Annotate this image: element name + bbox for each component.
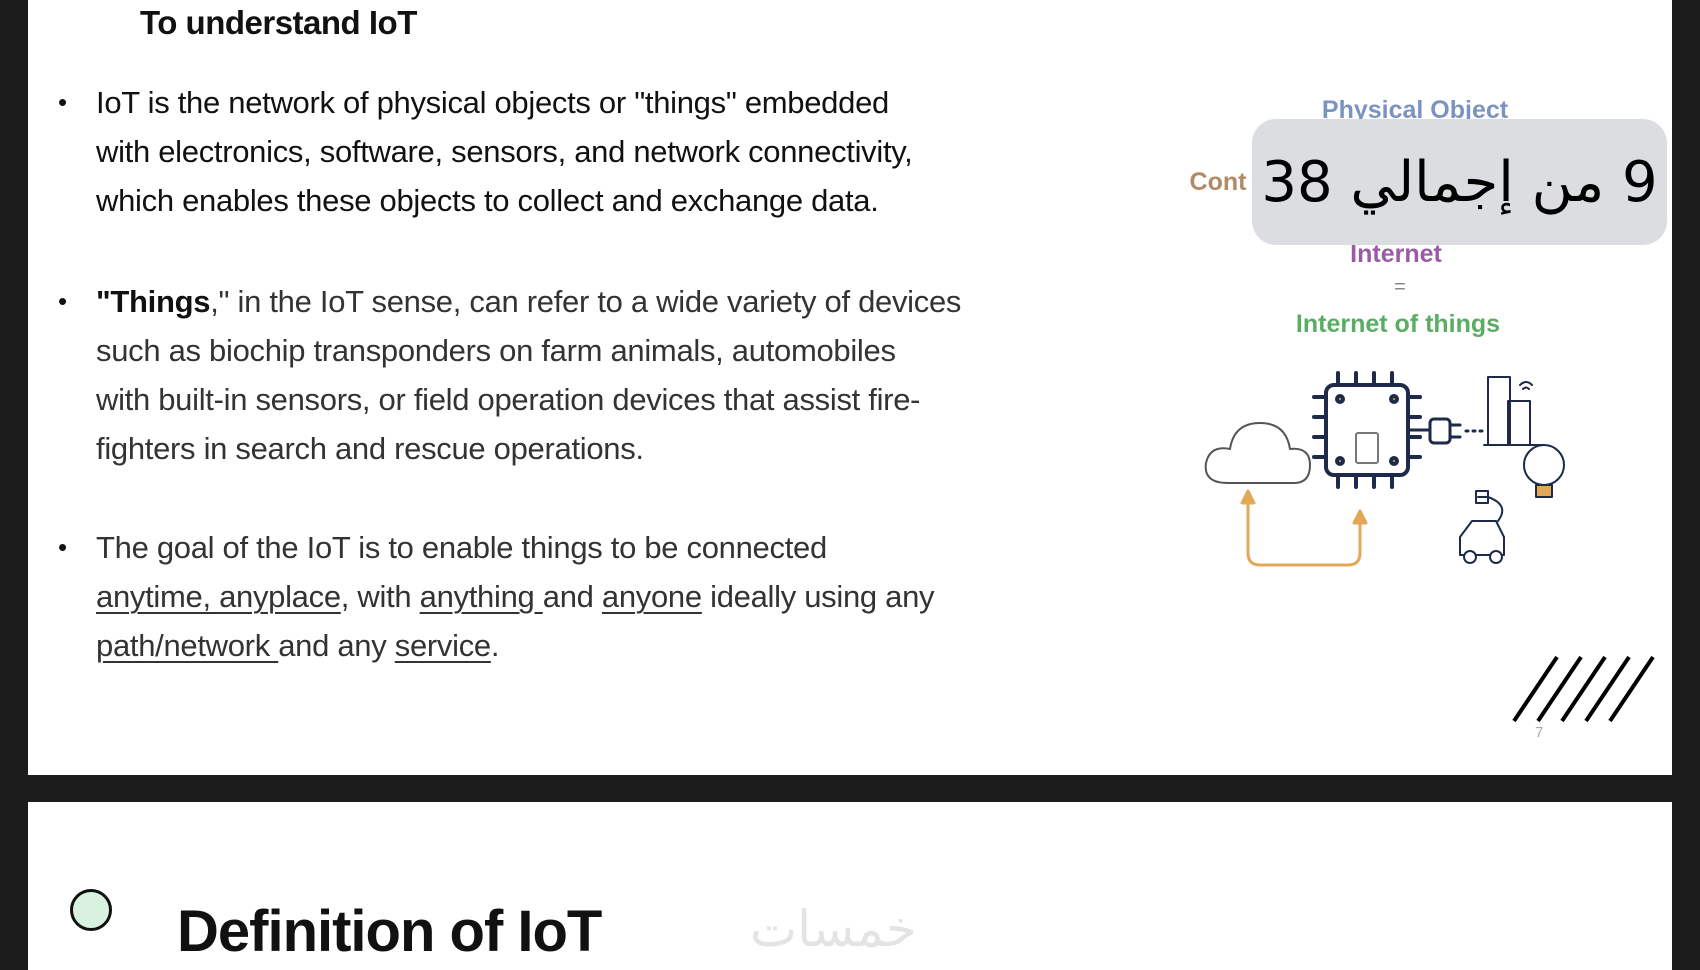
- bullet-things: • "Things," in the IoT sense, can refer …: [58, 277, 961, 473]
- text-span: .: [490, 628, 500, 663]
- plug-icon: [1406, 417, 1484, 445]
- slide-title: Definition of IoT: [177, 899, 602, 964]
- bold-things: "Things: [96, 284, 211, 319]
- watermark-logo: خمسات: [750, 900, 917, 958]
- diagram-equals: =: [1394, 276, 1406, 298]
- chip-icon: [1312, 371, 1422, 489]
- bullet-dot: •: [58, 286, 67, 316]
- bullet-goal: • The goal of the IoT is to enable thing…: [58, 523, 935, 670]
- building-icon: [1483, 376, 1545, 446]
- slide-page-number: 7: [1535, 724, 1544, 741]
- text-line: which enables these objects to collect a…: [96, 183, 879, 218]
- bullet-iot-network: • IoT is the network of physical objects…: [58, 78, 913, 225]
- bullet-dot: •: [58, 87, 67, 117]
- diagram-controller: Cont: [1189, 168, 1247, 196]
- iot-illustration: [1204, 371, 1565, 567]
- slide-8: Definition of IoT خمسات: [28, 802, 1672, 970]
- underlined-anyone: anyone: [601, 579, 702, 614]
- text-line: IoT is the network of physical objects o…: [96, 85, 889, 120]
- underlined-path: path/network: [96, 628, 279, 663]
- underlined-service: service: [394, 628, 491, 663]
- lightbulb-icon: [1523, 444, 1565, 498]
- text-line: fighters in search and rescue operations…: [96, 431, 644, 466]
- bullet-dot: •: [58, 532, 67, 562]
- text-span: and any: [278, 628, 395, 663]
- car-icon: [1459, 490, 1505, 564]
- arrow-icon: [1240, 489, 1368, 567]
- text-line: with electronics, software, sensors, and…: [96, 134, 913, 169]
- decorative-slashes: [1512, 655, 1655, 723]
- text-line: with built-in sensors, or field operatio…: [96, 382, 921, 417]
- underlined-anything: anything: [419, 579, 543, 614]
- text-span: and: [542, 579, 602, 614]
- slide-title: To understand IoT: [140, 4, 417, 41]
- slide-7: To understand IoT • IoT is the network o…: [28, 0, 1672, 775]
- underlined-anytime: anytime, anyplace: [96, 579, 341, 614]
- text-span: ," in the IoT sense, can refer to a wide…: [210, 284, 962, 319]
- text-span: , with: [340, 579, 420, 614]
- text-line: such as biochip transponders on farm ani…: [96, 333, 896, 368]
- cloud-icon: [1204, 422, 1311, 484]
- text-line: The goal of the IoT is to enable things …: [96, 530, 827, 565]
- circle-bullet-icon: [70, 889, 112, 931]
- page-counter-overlay: 9 من إجمالي 38: [1252, 119, 1667, 245]
- diagram-iot: Internet of things: [1295, 310, 1501, 338]
- text-span: ideally using any: [701, 579, 935, 614]
